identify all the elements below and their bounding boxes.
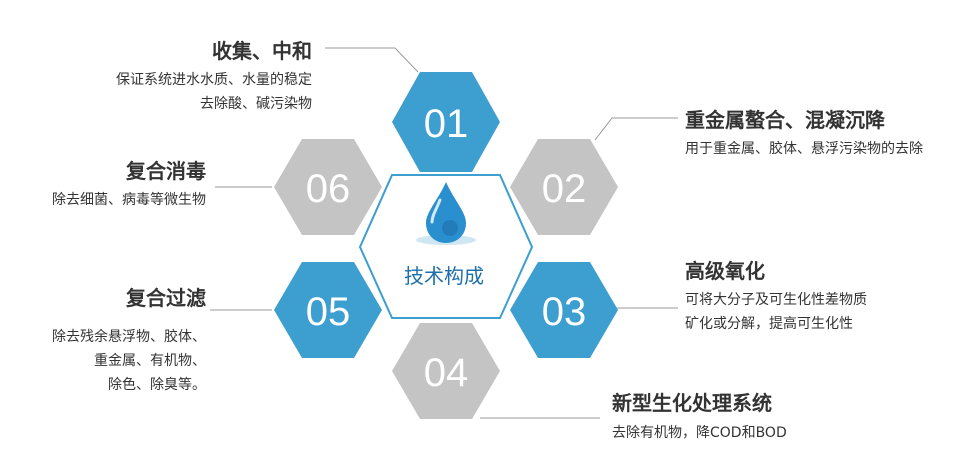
item-06-title: 复合消毒 xyxy=(126,159,206,183)
hex-number-04: 04 xyxy=(424,351,469,395)
item-05-title: 复合过滤 xyxy=(126,286,206,310)
item-04-description: 去除有机物，降COD和BOD xyxy=(612,421,787,445)
item-05-description: 除去残余悬浮物、胶体、 重金属、有机物、 除色、除臭等。 xyxy=(52,325,206,397)
item-06-line-1: 除去细菌、病毒等微生物 xyxy=(52,192,206,208)
item-01-line-1: 保证系统进水水质、水量的稳定 xyxy=(116,72,312,88)
center-hexagon xyxy=(358,174,534,319)
hex-06: 06 xyxy=(274,139,382,235)
water-drop-icon xyxy=(416,182,476,245)
item-04-title: 新型生化处理系统 xyxy=(612,391,772,415)
hex-number-06: 06 xyxy=(306,167,351,211)
item-05-line-2: 重金属、有机物、 xyxy=(94,353,206,369)
item-05-line-1: 除去残余悬浮物、胶体、 xyxy=(52,329,206,345)
item-01-description: 保证系统进水水质、水量的稳定 去除酸、碱污染物 xyxy=(116,68,312,116)
item-02-description: 用于重金属、胶体、悬浮污染物的去除 xyxy=(685,137,923,161)
connector-01 xyxy=(325,47,419,73)
item-01-title: 收集、中和 xyxy=(212,39,312,63)
hex-number-03: 03 xyxy=(542,290,587,334)
hex-02: 02 xyxy=(510,139,618,235)
hex-04: 04 xyxy=(392,323,500,419)
item-03-description: 可将大分子及可生化性差物质 矿化或分解，提高可生化性 xyxy=(685,288,867,336)
hex-03: 03 xyxy=(510,262,618,358)
item-01-line-2: 去除酸、碱污染物 xyxy=(200,96,312,112)
hex-number-02: 02 xyxy=(542,167,587,211)
item-02-line-1: 用于重金属、胶体、悬浮污染物的去除 xyxy=(685,141,923,157)
hex-01: 01 xyxy=(392,72,500,172)
connector-02 xyxy=(594,117,678,141)
hex-05: 05 xyxy=(274,262,382,358)
hex-number-01: 01 xyxy=(424,102,469,146)
center-label: 技术构成 xyxy=(404,264,484,288)
item-03-line-2: 矿化或分解，提高可生化性 xyxy=(685,316,853,332)
item-04-line-1: 去除有机物，降COD和BOD xyxy=(612,425,787,441)
item-06-description: 除去细菌、病毒等微生物 xyxy=(52,188,206,212)
item-02-title: 重金属螯合、混凝沉降 xyxy=(685,108,885,132)
item-03-title: 高级氧化 xyxy=(685,259,765,283)
hex-number-05: 05 xyxy=(306,290,351,334)
item-03-line-1: 可将大分子及可生化性差物质 xyxy=(685,292,867,308)
item-05-line-3: 除色、除臭等。 xyxy=(108,377,206,393)
